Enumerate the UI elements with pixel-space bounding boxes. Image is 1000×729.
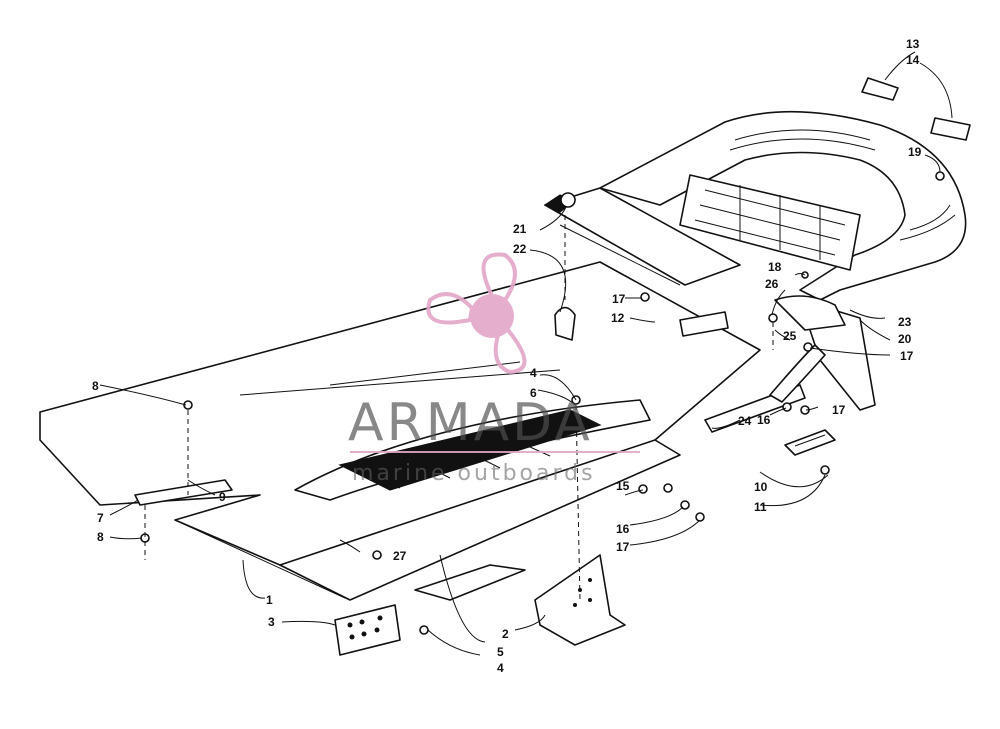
callout-23: 23: [898, 315, 912, 329]
callout-2: 2: [502, 627, 509, 641]
callout-11: 11: [754, 500, 767, 514]
watermark-title: ARMADA: [348, 393, 593, 453]
callout-17-mid: 17: [832, 403, 846, 417]
callout-13: 13: [906, 37, 920, 51]
callout-9: 9: [219, 490, 226, 504]
callout-8-top: 8: [92, 379, 99, 393]
plate-3: [334, 604, 401, 656]
mud-flap-22: [554, 306, 576, 341]
callout-labels: 1 2 3 4 4 5 6 7 8 8 9 10 11 12 13 14 15 …: [92, 37, 922, 675]
taillight-housing: [679, 174, 861, 271]
callout-16-upper: 16: [757, 413, 771, 427]
leader-lines: [99, 51, 953, 656]
callout-24: 24: [738, 414, 752, 428]
callout-17-left: 17: [612, 292, 626, 306]
callout-6: 6: [530, 386, 537, 400]
stand-bracket-2: [534, 554, 626, 646]
watermark-subtitle: marine outboards: [352, 461, 596, 486]
running-board: [39, 261, 761, 601]
callout-15: 15: [616, 479, 630, 493]
watermark: ARMADA marine outboards: [348, 252, 640, 486]
propeller-logo-icon: [426, 252, 527, 375]
hitch-bar: [543, 187, 741, 286]
callout-20: 20: [898, 332, 912, 346]
callout-25: 25: [783, 329, 797, 343]
block-12: [679, 311, 729, 337]
callout-26: 26: [765, 277, 779, 291]
callout-4-top: 4: [530, 366, 537, 380]
callout-21: 21: [513, 222, 527, 236]
callout-17-lower: 17: [616, 540, 630, 554]
footrest-tread: [294, 399, 651, 501]
callout-16-lower: 16: [616, 522, 630, 536]
callout-4-bottom: 4: [497, 661, 504, 675]
callout-27: 27: [393, 549, 407, 563]
callout-7: 7: [97, 511, 104, 525]
callout-12: 12: [611, 311, 625, 325]
callout-5: 5: [497, 645, 504, 659]
pad-5: [414, 564, 526, 601]
callout-10: 10: [754, 480, 768, 494]
callout-1: 1: [266, 593, 273, 607]
callout-3: 3: [268, 615, 275, 629]
decal-14: [930, 117, 971, 141]
rear-flap-plate: [774, 295, 876, 411]
alignment-lines: [144, 215, 774, 601]
callout-22: 22: [513, 242, 527, 256]
decal-13: [861, 77, 899, 101]
tube-24: [704, 344, 826, 433]
callout-14: 14: [906, 53, 920, 67]
reflector-10: [784, 429, 836, 456]
callout-8-bottom: 8: [97, 530, 104, 544]
rear-grab-handle: [599, 110, 967, 301]
callout-18: 18: [768, 260, 782, 274]
callout-17-right: 17: [900, 349, 914, 363]
callout-19: 19: [908, 145, 922, 159]
